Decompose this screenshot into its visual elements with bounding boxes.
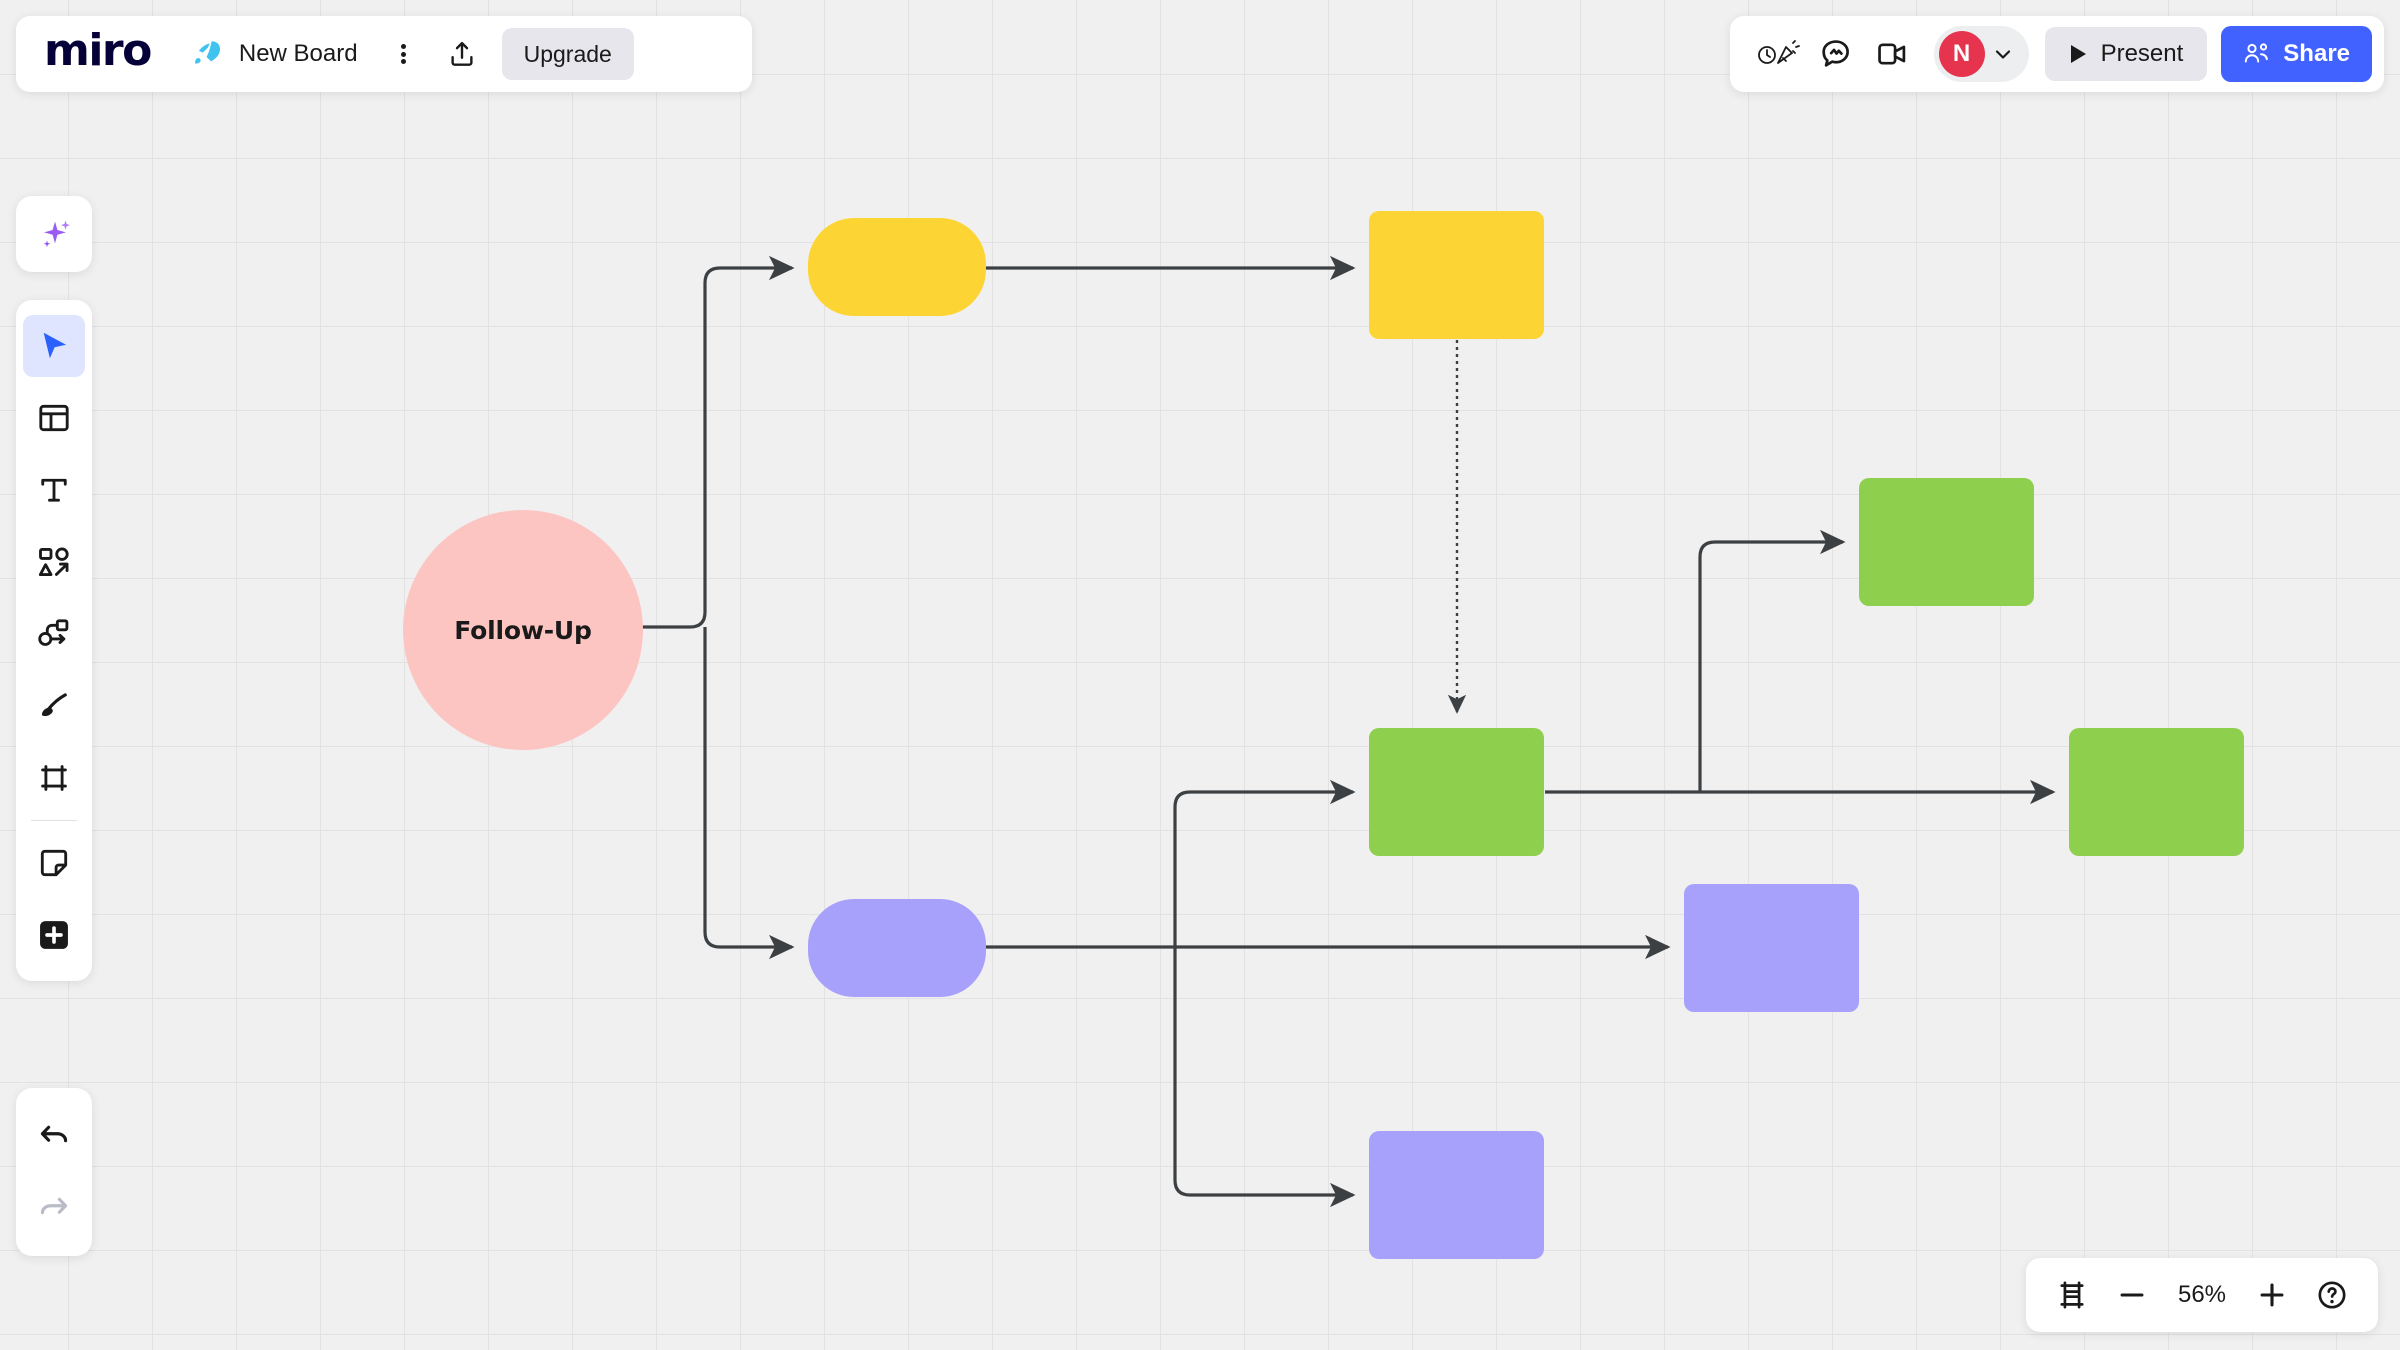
connector-trunk-to-purple-bottom bbox=[1173, 947, 1356, 1208]
zoom-out-button[interactable] bbox=[2104, 1267, 2160, 1323]
zoom-in-button[interactable] bbox=[2244, 1267, 2300, 1323]
undo-button[interactable] bbox=[23, 1105, 85, 1167]
undo-redo-toolbar bbox=[16, 1088, 92, 1256]
present-button[interactable]: Present bbox=[2044, 27, 2208, 81]
zoom-level[interactable]: 56% bbox=[2177, 1281, 2227, 1308]
shapes-icon bbox=[38, 547, 69, 577]
frame-icon bbox=[41, 765, 67, 791]
sidebar-item-pen-tool[interactable] bbox=[23, 675, 85, 737]
template-icon bbox=[39, 404, 69, 432]
upload-icon[interactable] bbox=[440, 32, 484, 76]
connector-followup-to-yellow-pill bbox=[600, 255, 795, 629]
sidebar-item-sticky-note-tool[interactable] bbox=[23, 832, 85, 894]
cursor-icon bbox=[43, 332, 67, 359]
comment-icon[interactable] bbox=[1808, 28, 1864, 80]
people-icon bbox=[2245, 43, 2269, 63]
main-toolbar bbox=[16, 300, 92, 981]
zoom-toolbar: 56% bbox=[2026, 1258, 2378, 1332]
chevron-down-icon[interactable] bbox=[1991, 42, 2015, 66]
node-yellow-pill[interactable] bbox=[808, 218, 986, 316]
node-purple-bottom[interactable] bbox=[1369, 1131, 1544, 1259]
user-avatar-group[interactable]: N bbox=[1933, 26, 2029, 82]
help-button[interactable] bbox=[2304, 1267, 2360, 1323]
help-circle-icon bbox=[2318, 1281, 2346, 1309]
plus-square-icon bbox=[40, 921, 68, 949]
top-right-toolbar: N Present Share bbox=[1729, 16, 2384, 92]
node-green-top[interactable] bbox=[1859, 478, 2034, 606]
sticky-note-icon bbox=[40, 849, 68, 877]
sidebar-item-connector-tool[interactable] bbox=[23, 603, 85, 665]
plus-icon bbox=[2260, 1283, 2284, 1307]
rocket-icon[interactable] bbox=[191, 37, 225, 71]
sidebar-item-frame-tool[interactable] bbox=[23, 747, 85, 809]
node-green-right[interactable] bbox=[2069, 728, 2244, 856]
minus-icon bbox=[2120, 1293, 2144, 1297]
connector-icon bbox=[38, 619, 69, 646]
sidebar-item-text-tool[interactable] bbox=[23, 459, 85, 521]
redo-button[interactable] bbox=[23, 1177, 85, 1239]
play-icon bbox=[2070, 45, 2086, 63]
sparkle-ai-icon[interactable] bbox=[23, 203, 85, 265]
node-follow-up-label: Follow-Up bbox=[454, 615, 592, 645]
connector-green-mid-to-green-top bbox=[1698, 529, 1846, 792]
node-purple-middle[interactable] bbox=[1684, 884, 1859, 1012]
sidebar-item-more-apps-tool[interactable] bbox=[23, 904, 85, 966]
undo-icon bbox=[40, 1125, 68, 1143]
timer-party-icon[interactable] bbox=[1752, 28, 1808, 80]
video-call-icon[interactable] bbox=[1864, 28, 1920, 80]
sidebar-item-select-tool[interactable] bbox=[23, 315, 85, 377]
sidebar-item-template-tool[interactable] bbox=[23, 387, 85, 449]
share-label: Share bbox=[2283, 40, 2350, 67]
share-button[interactable]: Share bbox=[2221, 26, 2372, 82]
sidebar-item-shapes-tool[interactable] bbox=[23, 531, 85, 593]
pen-icon bbox=[41, 693, 67, 717]
redo-icon bbox=[40, 1197, 68, 1215]
fit-to-screen-button[interactable] bbox=[2044, 1267, 2100, 1323]
node-follow-up[interactable]: Follow-Up bbox=[403, 510, 643, 750]
board-name[interactable]: New Board bbox=[238, 40, 358, 67]
miro-logo[interactable]: miro bbox=[44, 25, 152, 76]
connector-followup-to-purple-pill bbox=[703, 627, 795, 960]
upgrade-button[interactable]: Upgrade bbox=[501, 28, 634, 80]
text-icon bbox=[41, 478, 67, 502]
node-purple-pill[interactable] bbox=[808, 899, 986, 997]
kebab-menu-icon[interactable] bbox=[384, 34, 424, 74]
avatar[interactable]: N bbox=[1938, 31, 1985, 77]
top-left-toolbar: miro New Board Upgrade bbox=[16, 16, 752, 92]
node-green-middle[interactable] bbox=[1369, 728, 1544, 856]
node-yellow-rect[interactable] bbox=[1369, 211, 1544, 339]
toolbar-divider bbox=[31, 820, 77, 821]
ai-tool-panel bbox=[16, 196, 92, 272]
connector-trunk-to-green-mid bbox=[1173, 779, 1356, 947]
present-label: Present bbox=[2100, 40, 2184, 67]
fit-to-screen-icon bbox=[2060, 1281, 2084, 1309]
